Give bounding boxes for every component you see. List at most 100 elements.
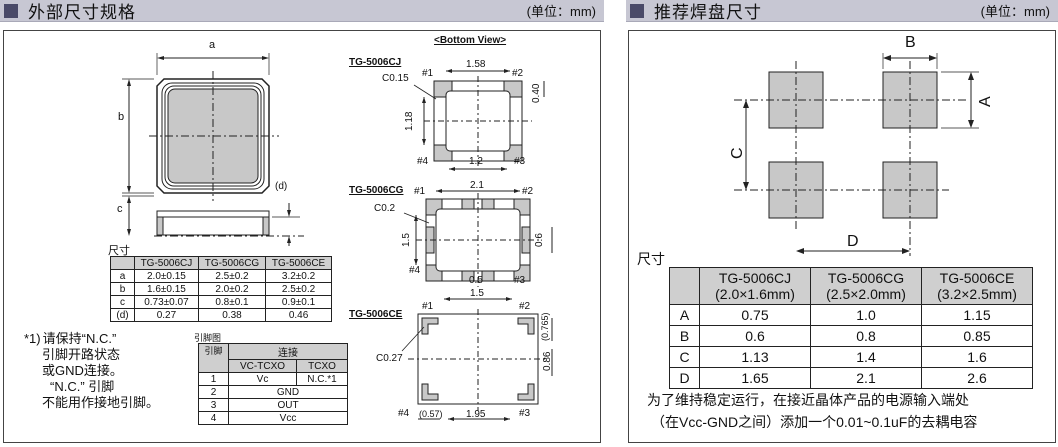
dim-label-b: b [118, 111, 125, 123]
package-outline-drawing [122, 53, 553, 421]
left-panel-header: 外部尺寸规格 (单位：mm) [0, 0, 604, 22]
size-table: TG-5006CJ TG-5006CG TG-5006CE a 2.0±0.15… [110, 256, 332, 322]
dim-label-D: D [847, 233, 859, 250]
cj-pin1: #1 [422, 68, 434, 79]
table-row: c 0.73±0.07 0.8±0.1 0.9±0.1 [110, 295, 332, 309]
pin-number: 3 [198, 398, 229, 412]
pad-size-table: TG-5006CJ(2.0×1.6mm) TG-5006CG(2.5×2.0mm… [669, 267, 1033, 389]
left-panel-title: 外部尺寸规格 [28, 3, 136, 22]
table-row: (d) 0.27 0.38 0.46 [110, 308, 332, 322]
pad-cell: 0.75 [699, 304, 811, 326]
nc-note-line: 请保持“N.C.” [42, 331, 117, 346]
cj-side: 1.18 [404, 111, 415, 131]
table-row: C 1.13 1.4 1.6 [669, 346, 1033, 368]
size-table-header: TG-5006CJ [134, 256, 199, 270]
table-row: D 1.65 2.1 2.6 [669, 367, 1033, 389]
pad-cell: 2.6 [921, 367, 1033, 389]
size-cell: c [110, 295, 135, 309]
pad-cell: A [669, 304, 700, 326]
right-unit-label: (单位：mm) [980, 4, 1050, 19]
pin-function: OUT [228, 398, 348, 412]
size-table-caption: 尺寸 [108, 245, 130, 257]
pad-cell: 1.4 [810, 346, 922, 368]
cg-name: TG-5006CG [349, 185, 404, 196]
nc-note-line: 或GND连接。 [42, 363, 123, 378]
pin-table-header-pin: 引脚 [198, 343, 229, 373]
pad-cell: 1.15 [921, 304, 1033, 326]
size-cell: 2.5±0.2 [197, 269, 267, 283]
pad-cell: 0.6 [699, 325, 811, 347]
table-row: a 2.0±0.15 2.5±0.2 3.2±0.2 [110, 269, 332, 283]
pad-table-header-model: TG-5006CJ [718, 270, 792, 286]
ce-bottom: 1.95 [466, 409, 486, 420]
size-table-header: TG-5006CG [197, 256, 267, 270]
size-cell: 2.5±0.2 [265, 282, 332, 296]
cg-pad: 0.6 [534, 233, 545, 247]
pad-cell: 0.85 [921, 325, 1033, 347]
pad-cell: 1.13 [699, 346, 811, 368]
header-square-icon [4, 3, 18, 18]
pin-number: 2 [198, 385, 229, 399]
size-cell: 0.9±0.1 [265, 295, 332, 309]
pin-function: GND [228, 385, 348, 399]
dim-label-c: c [117, 203, 123, 215]
cj-w: 1.58 [466, 59, 486, 70]
cg-side: 1.5 [401, 233, 412, 247]
cg-chamfer: C0.2 [374, 203, 396, 214]
header-square-icon [630, 3, 644, 18]
cj-name: TG-5006CJ [349, 57, 402, 68]
pad-cell: 1.0 [810, 304, 922, 326]
pad-table-header-size: (3.2×2.5mm) [937, 286, 1017, 302]
cg-pin1: #1 [414, 186, 426, 197]
pad-cell: 1.6 [921, 346, 1033, 368]
pad-table-header-size: (2.0×1.6mm) [715, 286, 795, 302]
cg-gap: 0.5 [469, 275, 483, 286]
size-cell: 0.8±0.1 [197, 295, 267, 309]
right-panel-frame: B A C D 尺寸 TG-5006CJ(2.0×1.6mm) TG-5006C… [628, 30, 1056, 443]
size-cell: 0.46 [265, 308, 332, 322]
ce-h2: 0.86 [542, 351, 553, 371]
size-cell: 3.2±0.2 [265, 269, 332, 283]
pad-table-header [669, 267, 700, 305]
table-row: 3 OUT [198, 398, 348, 412]
cg-bottom: 1.5 [470, 288, 484, 299]
decoupling-note-line2: （在Vcc-GND之间）添加一个0.01~0.1uF的去耦电容 [651, 414, 978, 430]
land-pattern-drawing [734, 53, 979, 256]
size-cell: 0.73±0.07 [134, 295, 199, 309]
nc-note-line: 不能用作接地引脚。 [42, 395, 160, 410]
decoupling-note: 为了维持稳定运行，在接近晶体产品的电源输入端处 （在Vcc-GND之间）添加一个… [647, 389, 977, 433]
ce-pin1: #1 [422, 301, 434, 312]
size-cell: 0.27 [134, 308, 199, 322]
ce-pad: (0.57) [419, 409, 443, 419]
size-table-header [110, 256, 135, 270]
cj-bottom: 1.2 [469, 156, 483, 167]
cj-pin3: #3 [514, 156, 526, 167]
cj-chamfer: C0.15 [382, 73, 409, 84]
nc-note-line: “N.C.” 引脚 [50, 379, 115, 394]
dim-label-a: a [209, 39, 216, 51]
size-cell: 2.0±0.15 [134, 269, 199, 283]
nc-note: *1) 请保持“N.C.” 引脚开路状态 或GND连接。 “N.C.” 引脚 不… [24, 331, 159, 411]
size-table-header: TG-5006CE [265, 256, 332, 270]
table-row: 2 GND [198, 385, 348, 399]
pin-table: 引脚 连接 VC-TCXO TCXO 1 Vc N.C.*1 2 GND 3 O… [198, 343, 348, 425]
dim-label-d: (d) [275, 181, 288, 192]
pad-cell: C [669, 346, 700, 368]
pad-table-header-model: TG-5006CG [827, 270, 905, 286]
pad-table-header: TG-5006CE(3.2×2.5mm) [921, 267, 1033, 305]
ce-chamfer: C0.27 [376, 353, 403, 364]
cg-pin3: #3 [514, 275, 526, 286]
ce-name: TG-5006CE [349, 309, 403, 320]
dim-label-C: C [729, 147, 746, 159]
ce-pin2: #2 [519, 301, 531, 312]
pad-cell: 2.1 [810, 367, 922, 389]
pad-table-caption: 尺寸 [637, 251, 665, 267]
bottom-view-label: <Bottom View> [434, 35, 507, 46]
cg-pin4: #4 [409, 265, 421, 276]
table-row: b 1.6±0.15 2.0±0.2 2.5±0.2 [110, 282, 332, 296]
size-cell: 0.38 [197, 308, 267, 322]
pin-table-caption: 引脚图 [194, 333, 222, 343]
table-row: A 0.75 1.0 1.15 [669, 304, 1033, 326]
decoupling-note-line1: 为了维持稳定运行，在接近晶体产品的电源输入端处 [647, 392, 969, 408]
cj-pin2: #2 [512, 68, 524, 79]
